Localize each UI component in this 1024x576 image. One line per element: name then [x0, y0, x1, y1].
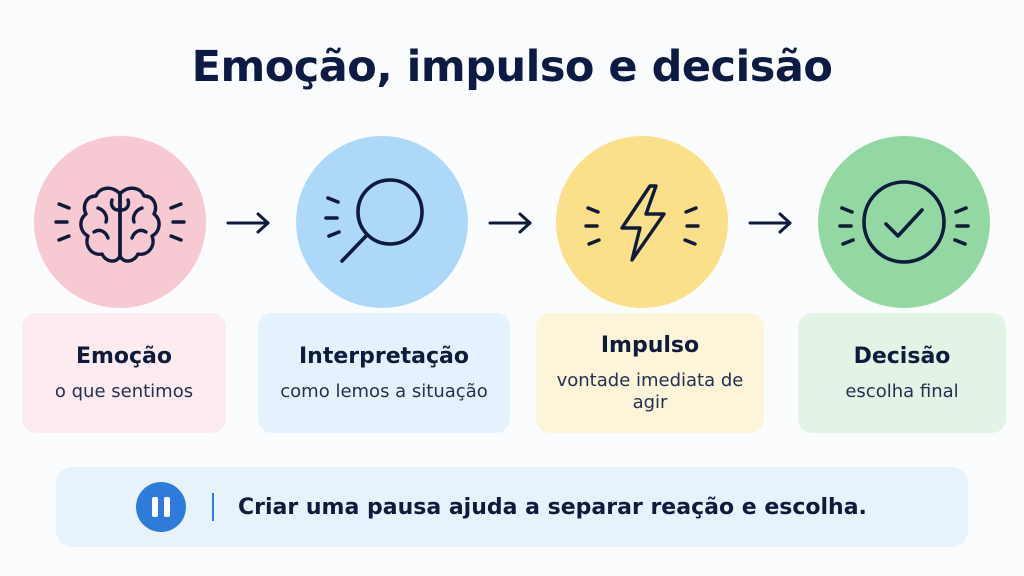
interpretation-title: Interpretação [298, 343, 470, 369]
brain-icon [54, 186, 186, 263]
interpretation-card: Interpretação como lemos a situação [258, 313, 510, 433]
interpretation-subtitle: como lemos a situação [280, 380, 488, 402]
impulse-title: Impulso [600, 332, 700, 358]
decision-circle [818, 136, 990, 308]
emotion-title: Emoção [75, 343, 173, 369]
decision-title: Decisão [853, 343, 951, 369]
pause-icon [136, 482, 186, 532]
magnifier-icon [324, 178, 424, 263]
arrow-right-icon [488, 212, 532, 234]
impulse-circle [556, 136, 728, 308]
emotion-card: Emoção o que sentimos [22, 313, 226, 433]
impulse-card: Impulso vontade imediata de agir [536, 313, 764, 433]
divider [212, 493, 214, 521]
arrow-right-icon [226, 212, 270, 234]
decision-subtitle: escolha final [845, 380, 959, 402]
pause-note-text: Criar uma pausa ajuda a separar reação e… [238, 494, 867, 520]
emotion-subtitle: o que sentimos [54, 380, 194, 402]
lightning-icon [584, 184, 700, 262]
interpretation-circle [296, 136, 468, 308]
checkmark-icon [838, 180, 970, 264]
impulse-subtitle: vontade imediata de agir [556, 369, 744, 413]
pause-note: Criar uma pausa ajuda a separar reação e… [56, 467, 968, 547]
arrow-right-icon [748, 212, 792, 234]
page-title: Emoção, impulso e decisão [191, 42, 833, 92]
emotion-circle [34, 136, 206, 308]
decision-card: Decisão escolha final [798, 313, 1006, 433]
